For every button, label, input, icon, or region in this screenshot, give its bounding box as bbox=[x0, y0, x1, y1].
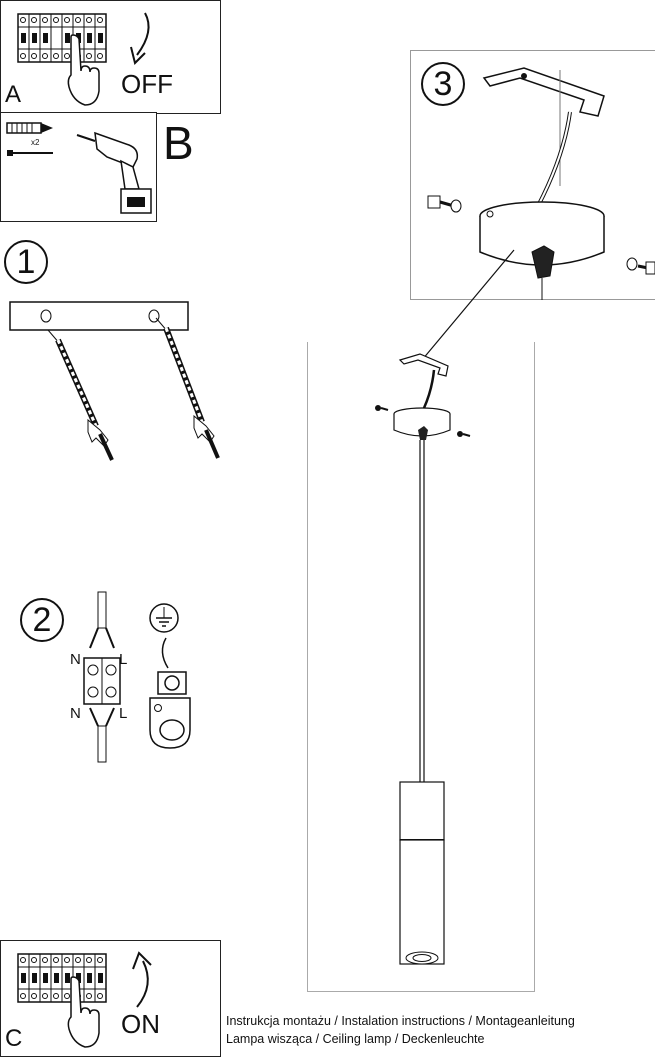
leader-line bbox=[421, 249, 515, 361]
step-1-number: 1 bbox=[4, 240, 48, 284]
panel-a-switch-off: A OFF bbox=[0, 0, 221, 114]
ground-symbol-icon bbox=[149, 603, 179, 633]
step-2-number: 2 bbox=[20, 598, 64, 642]
terminal-block-diagram bbox=[83, 591, 121, 763]
pendant-lamp-illustration bbox=[375, 353, 471, 965]
step-3-detail-frame bbox=[410, 50, 655, 300]
panel-letter-a: A bbox=[5, 81, 22, 108]
ceiling-mounting-plate bbox=[9, 301, 189, 331]
hand-icon bbox=[67, 976, 100, 1048]
breaker-panel-icon bbox=[17, 953, 107, 1003]
panel-letter-b: B bbox=[163, 117, 194, 169]
live-label-bottom: L bbox=[119, 705, 128, 722]
lamp-outline-frame bbox=[307, 342, 535, 992]
caption-instructions: Instrukcja montażu / Instalation instruc… bbox=[226, 1014, 575, 1028]
switch-on-label: ON bbox=[121, 1009, 160, 1039]
wall-plug-icon bbox=[6, 122, 53, 134]
arrow-down-icon bbox=[130, 12, 150, 65]
anchor-bolt-right bbox=[155, 317, 220, 459]
panel-letter-c: C bbox=[5, 1025, 23, 1052]
panel-b-tools: x2 bbox=[0, 112, 157, 222]
lamp-frame-top-left bbox=[307, 342, 308, 343]
hand-icon bbox=[67, 34, 100, 106]
ground-terminal-icon bbox=[149, 637, 191, 749]
neutral-label-top: N bbox=[70, 651, 81, 668]
panel-c-switch-on: C ON bbox=[0, 940, 221, 1057]
arrow-up-icon bbox=[132, 951, 152, 1008]
live-label-top: L bbox=[119, 651, 128, 668]
switch-off-label: OFF bbox=[121, 69, 173, 99]
breaker-panel-icon bbox=[17, 13, 107, 63]
quantity-label: x2 bbox=[31, 138, 40, 147]
drill-icon bbox=[76, 131, 152, 214]
caption-product: Lampa wisząca / Ceiling lamp / Deckenleu… bbox=[226, 1032, 485, 1046]
anchor-bolt-left bbox=[47, 329, 114, 461]
screw-icon bbox=[7, 150, 53, 156]
step-3-number: 3 bbox=[421, 62, 465, 106]
neutral-label-bottom: N bbox=[70, 705, 81, 722]
